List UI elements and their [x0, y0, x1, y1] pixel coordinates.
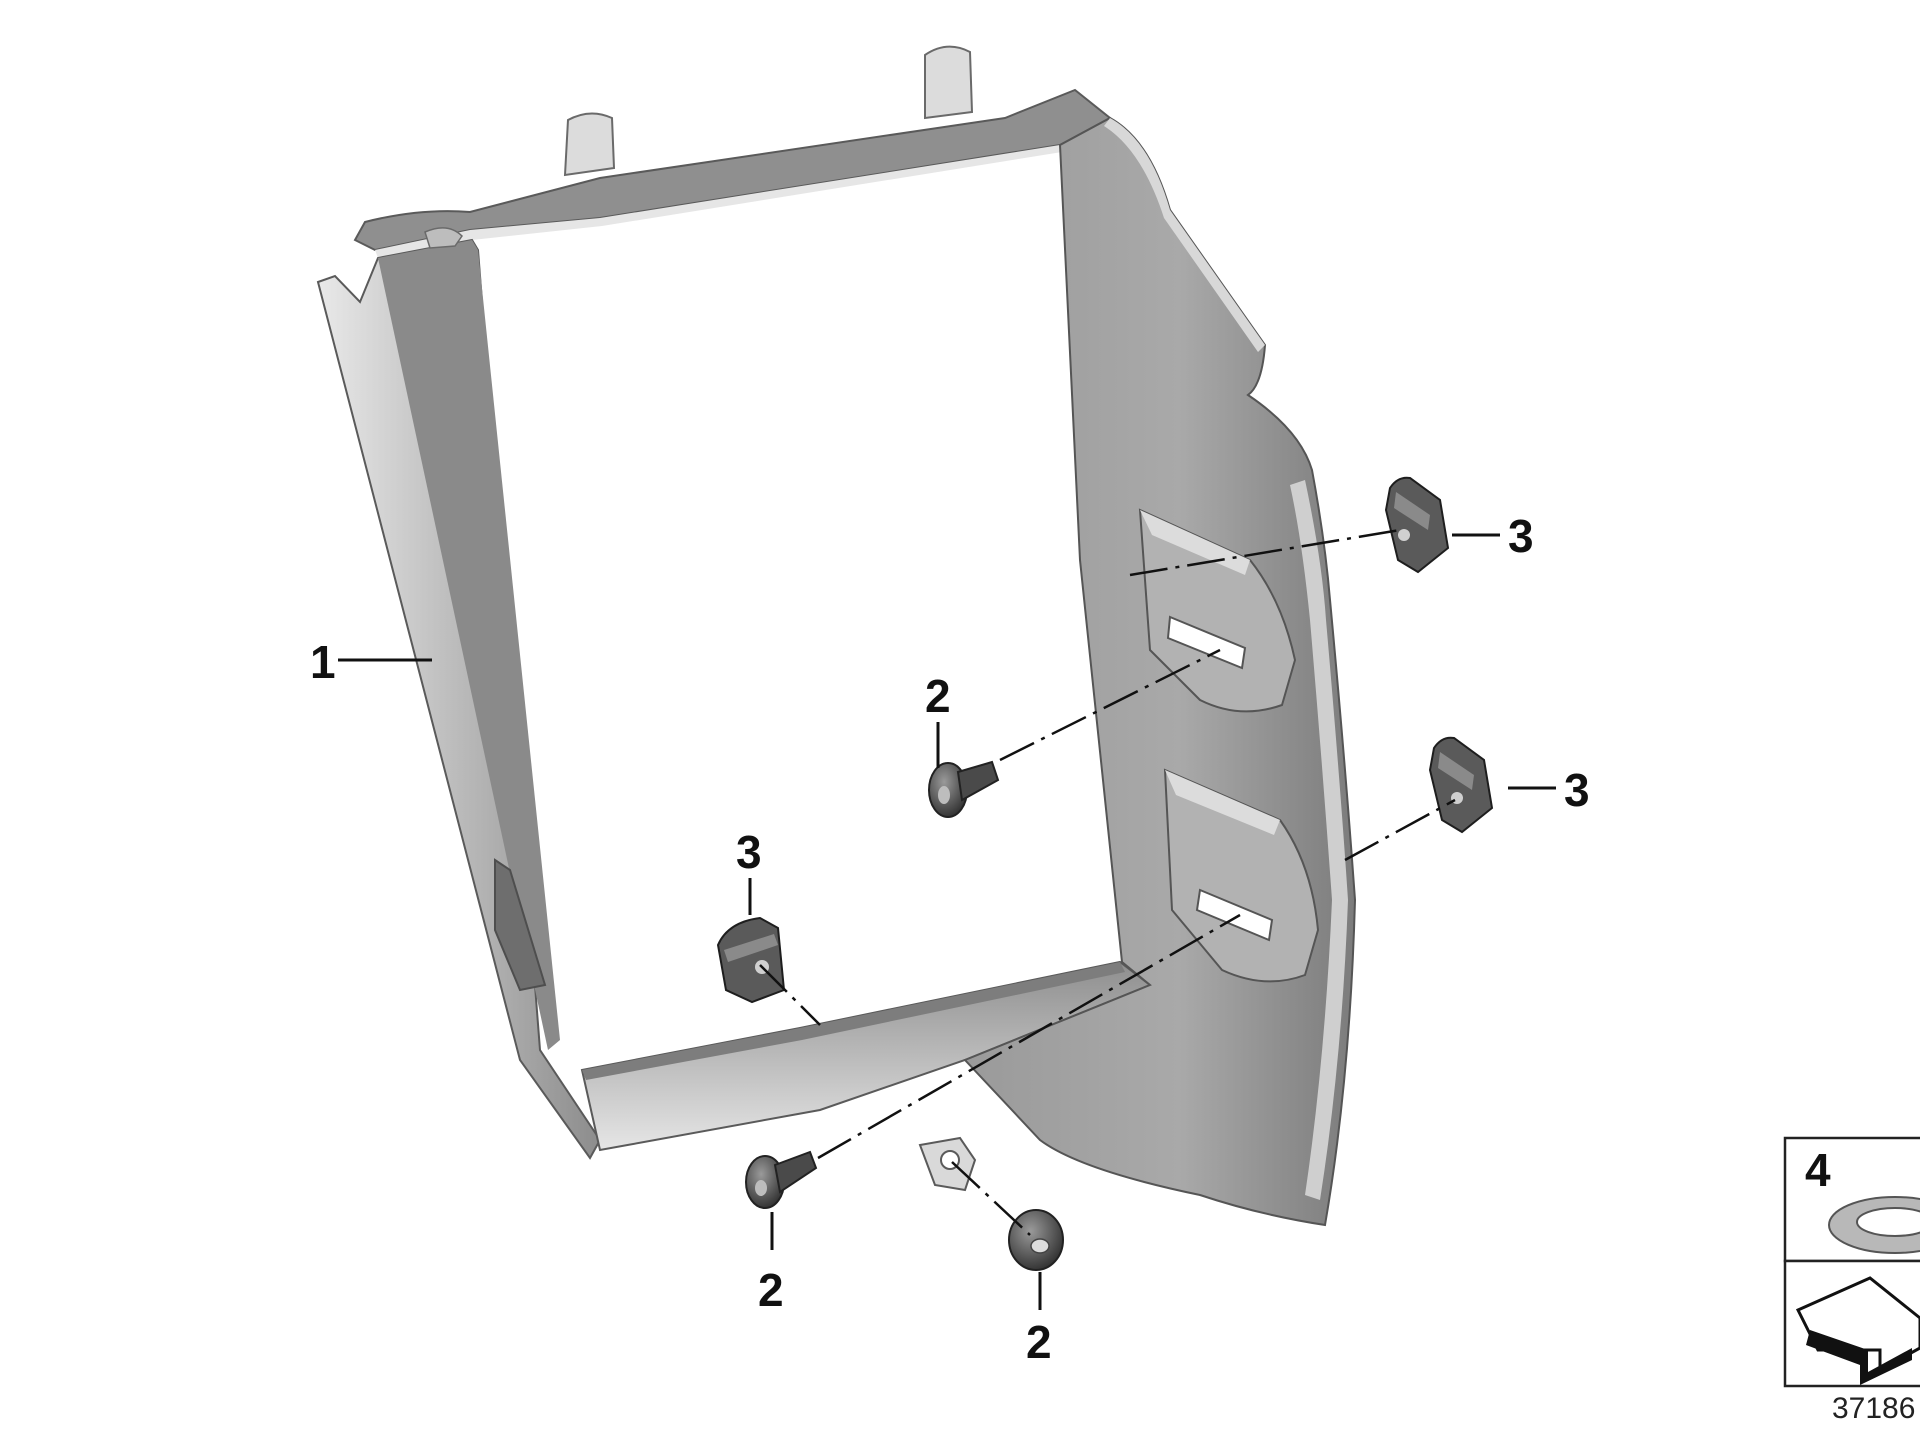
slot-upper	[1166, 615, 1247, 670]
frame-left-wall-inner	[378, 240, 560, 1050]
assembly-lines	[759, 528, 1456, 1236]
frame-pocket-lower	[1163, 768, 1320, 983]
frame-pocket-lower-face	[1165, 770, 1280, 835]
grommet-icon	[1008, 1209, 1064, 1271]
leader-lines	[338, 533, 1556, 1310]
frame-top-rim-edge	[375, 145, 1062, 258]
callout-washer: 4	[1805, 1144, 1831, 1196]
callout-frame: 1	[310, 636, 336, 688]
callout-grommet: 2	[1026, 1316, 1052, 1368]
callout-nut-top-right: 3	[1508, 510, 1534, 562]
screw-icon	[928, 760, 1000, 818]
frame-left-lower-flap	[494, 858, 547, 992]
clip-nut-icon	[1384, 476, 1450, 574]
frame-right-panel-rim	[1104, 118, 1265, 352]
slot-lower	[1195, 888, 1274, 942]
callout-screw-bottom: 2	[758, 1264, 784, 1316]
frame-right-panel	[963, 116, 1357, 1227]
frame-bottom-rail-top	[582, 962, 1125, 1080]
document-number: 37186	[1832, 1392, 1915, 1425]
clip-nut-icon	[1428, 736, 1494, 834]
callout-screw-mid: 2	[925, 670, 951, 722]
callout-nut-left: 3	[736, 826, 762, 878]
trim-frame-part	[316, 45, 1357, 1227]
top-tab-right	[924, 45, 974, 120]
callout-nut-mid-right: 3	[1564, 764, 1590, 816]
screw-icon	[745, 1150, 818, 1209]
arrow-icon	[1795, 1276, 1920, 1385]
clip-nut-icon	[716, 916, 786, 1004]
top-tab-left	[563, 112, 616, 177]
inset-box: 4	[1783, 1136, 1920, 1388]
frame-right-panel-sidelight	[1290, 480, 1348, 1200]
washer-icon	[1828, 1196, 1920, 1254]
frame-left-bump	[424, 227, 463, 249]
frame-top-rim	[353, 88, 1112, 252]
frame-pocket-upper	[1138, 508, 1297, 713]
